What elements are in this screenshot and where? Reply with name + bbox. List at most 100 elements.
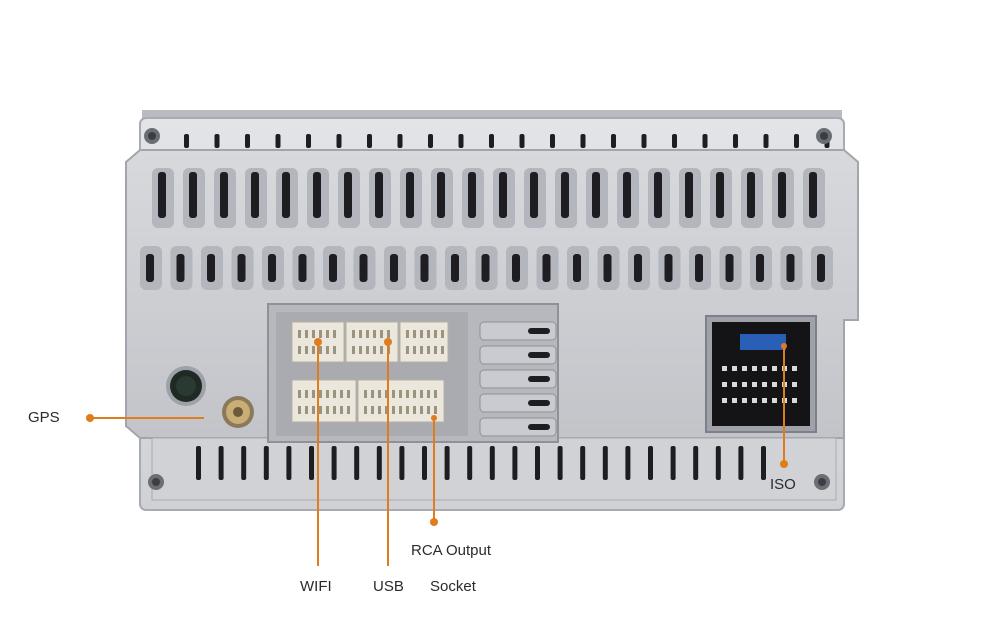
- vent-slot: [519, 134, 525, 148]
- vent-slot: [603, 254, 612, 282]
- vent-slot: [625, 446, 631, 480]
- vent-slot: [702, 134, 708, 148]
- vent-slot: [809, 172, 817, 218]
- vent-slot: [715, 446, 721, 480]
- vent-slot: [611, 134, 616, 148]
- connector-pin: [413, 346, 416, 354]
- vent-slot: [367, 134, 372, 148]
- iso-pin: [792, 382, 797, 387]
- iso-pin: [732, 366, 737, 371]
- vent-slot: [237, 254, 246, 282]
- vent-slot: [489, 134, 494, 148]
- vent-slot: [573, 254, 581, 282]
- vent-slot: [542, 254, 551, 282]
- vent-slot: [286, 446, 292, 480]
- gps-connector-icon: [166, 366, 206, 406]
- vent-slot: [306, 134, 311, 148]
- label-rca-output: RCA Output: [411, 542, 492, 559]
- screw-icon: [814, 474, 830, 490]
- connector-pin: [413, 330, 416, 338]
- vent-slot: [756, 254, 764, 282]
- vent-slot: [561, 172, 569, 218]
- connector-pin: [378, 390, 381, 398]
- connector-pin: [326, 390, 329, 398]
- heatsink-rib: [479, 417, 557, 437]
- connector-pin: [333, 330, 336, 338]
- vent-slot: [359, 254, 368, 282]
- iso-pin: [722, 382, 727, 387]
- vent-slot: [263, 446, 269, 480]
- vent-slot: [375, 172, 383, 218]
- iso-pin: [792, 398, 797, 403]
- heatsink-rib: [479, 369, 557, 389]
- connector-pin: [305, 406, 308, 414]
- vent-slot: [329, 254, 337, 282]
- vent-slot: [458, 134, 464, 148]
- vent-slot: [251, 172, 259, 218]
- connector-pin: [420, 330, 423, 338]
- connector-pin: [420, 406, 423, 414]
- connector-pin: [347, 406, 350, 414]
- connector-pin: [298, 406, 301, 414]
- connector-pin: [312, 346, 315, 354]
- connector-pin: [305, 330, 308, 338]
- iso-pin: [752, 366, 757, 371]
- ribbed-heatsink: [479, 321, 557, 437]
- vent-slot: [641, 134, 647, 148]
- vent-slot: [592, 172, 600, 218]
- vent-slot: [468, 172, 476, 218]
- connector-pin: [406, 406, 409, 414]
- connector-pin: [427, 406, 430, 414]
- connector-pin: [399, 406, 402, 414]
- connector-pin: [333, 346, 336, 354]
- label-iso: ISO: [770, 476, 796, 493]
- vent-slot: [282, 172, 290, 218]
- connector-pin: [373, 330, 376, 338]
- connector-pin: [340, 390, 343, 398]
- connector-pin: [413, 390, 416, 398]
- connector-pin: [298, 346, 301, 354]
- connector-pin: [434, 390, 437, 398]
- vent-slot: [399, 446, 405, 480]
- connector-pin: [385, 406, 388, 414]
- connector-pin: [319, 330, 322, 338]
- rib-slot: [528, 424, 550, 430]
- vent-slot: [648, 446, 653, 480]
- vent-slot: [189, 172, 197, 218]
- connector-pin: [371, 406, 374, 414]
- vent-slot: [794, 134, 799, 148]
- connector-pin: [406, 346, 409, 354]
- vent-slot: [397, 134, 403, 148]
- vent-slot: [695, 254, 703, 282]
- vent-slot: [245, 134, 250, 148]
- connector-pin: [319, 390, 322, 398]
- vent-slot: [220, 172, 228, 218]
- connector-pin: [312, 406, 315, 414]
- vent-slot: [664, 254, 673, 282]
- vent-slot: [481, 254, 490, 282]
- connector-pin: [352, 330, 355, 338]
- connector-pin: [441, 346, 444, 354]
- iso-pin: [722, 366, 727, 371]
- vent-slot: [196, 446, 201, 480]
- vent-slot: [654, 172, 662, 218]
- connector-pin: [366, 330, 369, 338]
- vent-slot: [557, 446, 563, 480]
- vent-slot: [693, 446, 699, 480]
- callout-gps: [86, 414, 204, 422]
- vent-slot: [184, 134, 189, 148]
- connector-pin: [340, 406, 343, 414]
- vent-slot: [489, 446, 495, 480]
- connector-pin: [380, 330, 383, 338]
- connector-pin: [378, 406, 381, 414]
- label-usb: USB: [373, 578, 404, 595]
- vent-slot: [634, 254, 642, 282]
- vent-slot: [390, 254, 398, 282]
- bottom-vent-slots: [196, 446, 766, 480]
- vent-slot: [275, 134, 281, 148]
- connector-pin: [305, 346, 308, 354]
- vent-slot: [623, 172, 631, 218]
- antenna-connector-icon: [222, 396, 254, 428]
